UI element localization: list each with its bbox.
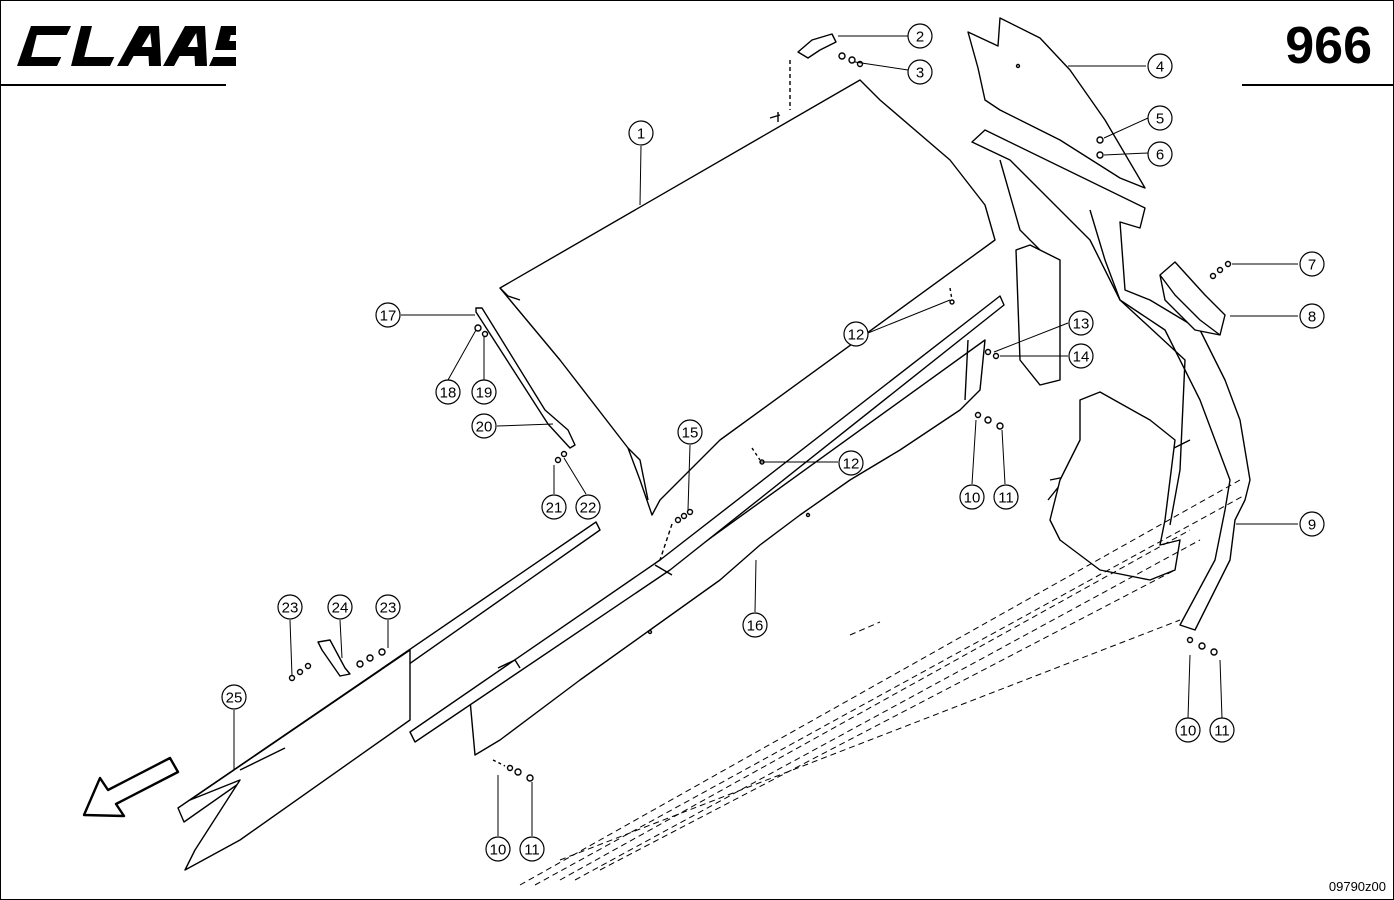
callout-5: 5 — [1156, 111, 1164, 128]
callout-12b: 12 — [843, 456, 860, 473]
callout-19: 19 — [476, 385, 493, 402]
callout-12: 12 — [848, 327, 865, 344]
callout-circle — [1068, 343, 1094, 369]
part-9-frame — [971, 129, 1251, 631]
callout-circle — [843, 321, 869, 347]
callout-circle — [435, 379, 461, 405]
callout-circle — [838, 450, 864, 476]
callout-circle — [677, 419, 703, 445]
callout-circle — [1209, 717, 1235, 743]
callout-circle — [519, 836, 545, 862]
callout-circle — [471, 413, 497, 439]
part-25-front-strip — [177, 521, 601, 871]
callout-24: 24 — [332, 600, 349, 617]
callout-7: 7 — [1308, 257, 1316, 274]
callout-circle — [327, 594, 353, 620]
callout-circle — [375, 594, 401, 620]
callout-16: 16 — [747, 618, 764, 635]
callout-11c: 11 — [524, 842, 540, 859]
callout-22: 22 — [580, 500, 597, 517]
callout-circle — [575, 494, 601, 520]
callout-circle — [541, 494, 567, 520]
fastener-groups — [492, 287, 1218, 782]
callout-leaders — [233, 35, 1298, 836]
page-number: 966 — [1285, 17, 1372, 75]
part-8-curved-pad — [1159, 260, 1232, 336]
callout-circle — [1147, 141, 1173, 167]
callout-3: 3 — [916, 65, 924, 82]
callout-14: 14 — [1073, 349, 1090, 366]
callout-circle — [1299, 303, 1325, 329]
callout-21: 21 — [546, 500, 563, 517]
callout-circle — [1068, 310, 1094, 336]
callout-10c: 10 — [490, 842, 507, 859]
callout-circle — [375, 302, 401, 328]
callout-4: 4 — [1156, 59, 1164, 76]
callout-circle — [628, 120, 654, 146]
direction-arrow-icon — [82, 756, 180, 818]
callout-13: 13 — [1073, 316, 1090, 333]
header-rule-left — [0, 84, 226, 86]
callout-circle — [1175, 717, 1201, 743]
callout-circle — [1299, 511, 1325, 537]
callout-11b: 11 — [1214, 723, 1230, 740]
callout-circles — [221, 23, 1325, 862]
callout-8: 8 — [1308, 309, 1316, 326]
machine-outline-dashed — [519, 479, 1246, 886]
callout-23: 23 — [282, 600, 299, 617]
callout-10: 10 — [964, 490, 981, 507]
callout-25: 25 — [226, 690, 243, 707]
callout-circle — [471, 379, 497, 405]
callout-1: 1 — [637, 126, 645, 143]
part-20-strut — [474, 307, 576, 464]
callout-circle — [907, 23, 933, 49]
callout-15: 15 — [682, 425, 699, 442]
callout-circle — [959, 484, 985, 510]
callout-6: 6 — [1156, 147, 1164, 164]
callout-23b: 23 — [380, 600, 397, 617]
part-16-lower-plate — [469, 339, 986, 756]
part-1-cover-panel — [499, 79, 996, 516]
callout-20: 20 — [476, 419, 493, 436]
callout-circle — [277, 594, 303, 620]
part-24-bracket — [288, 639, 386, 682]
callout-circle — [1147, 105, 1173, 131]
callout-2: 2 — [916, 29, 924, 46]
header-rule-right — [1242, 84, 1394, 86]
callout-circle — [485, 836, 511, 862]
part-2-hinge-bracket — [789, 33, 864, 110]
callout-18: 18 — [440, 385, 457, 402]
part-4-side-plate — [967, 17, 1146, 189]
claas-logo — [17, 26, 236, 66]
callout-circle — [1147, 53, 1173, 79]
callout-circle — [742, 612, 768, 638]
callout-circle — [907, 59, 933, 85]
drawing-number: 09790z00 — [1328, 879, 1386, 894]
callout-circle — [1299, 251, 1325, 277]
callout-17: 17 — [380, 308, 397, 325]
callout-11: 11 — [998, 490, 1014, 507]
callout-10b: 10 — [1180, 723, 1197, 740]
callout-circle — [993, 484, 1019, 510]
callout-circle — [221, 684, 247, 710]
long-profile-rail — [409, 295, 1005, 743]
callout-9: 9 — [1308, 517, 1316, 534]
